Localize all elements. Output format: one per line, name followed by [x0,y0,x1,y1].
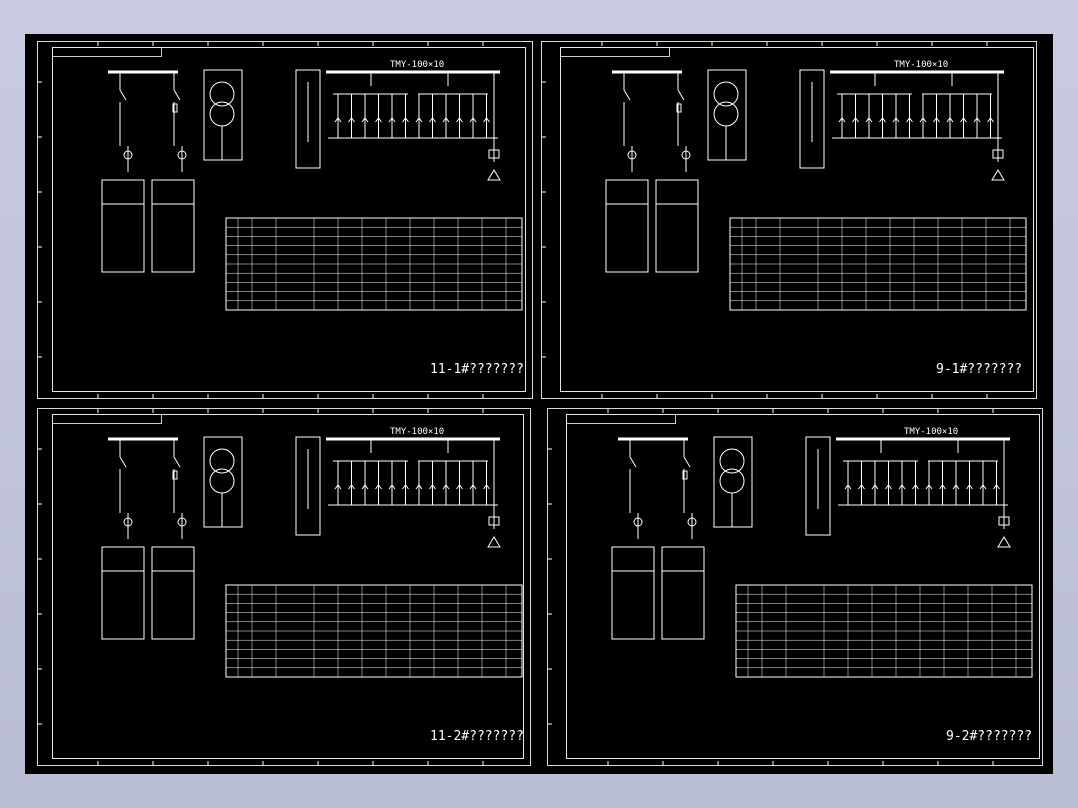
drawing-sheet-2: TMY-100×10 9-1#??????? [541,41,1037,399]
busbar-label: TMY-100×10 [904,427,959,437]
drawing-sheet-4: TMY-100×10 9-2#??????? [547,408,1043,766]
sheet-inner-frame [560,47,1034,392]
single-line-diagram [38,42,523,398]
frame-tag [561,48,670,57]
single-line-diagram [38,409,523,765]
frame-tag [53,415,162,424]
sheet-title: 9-1#??????? [936,362,1023,377]
sheet-title: 9-2#??????? [946,729,1033,744]
sheet-title: 11-2#??????? [430,729,524,744]
frame-tag [567,415,676,424]
single-line-diagram [548,409,1033,765]
busbar-label: TMY-100×10 [390,60,445,70]
sheet-inner-frame [52,414,524,759]
sheet-title: 11-1#??????? [430,362,524,377]
busbar-label: TMY-100×10 [894,60,949,70]
drawing-sheet-3: TMY-100×10 11-2#??????? [37,408,531,766]
sheet-inner-frame [52,47,526,392]
single-line-diagram [542,42,1027,398]
frame-tag [53,48,162,57]
drawing-sheet-1: TMY-100×10 11-1#??????? [37,41,533,399]
sheet-inner-frame [566,414,1040,759]
busbar-label: TMY-100×10 [390,427,445,437]
cad-canvas[interactable]: TMY-100×10 11-1#??????? TMY-100×10 9-1#?… [25,34,1053,774]
